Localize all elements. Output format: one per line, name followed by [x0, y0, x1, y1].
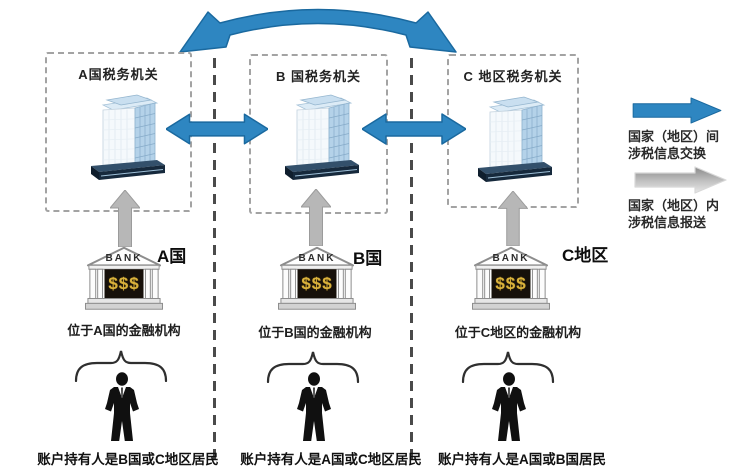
- legend-exchange-label-line2: 涉税信息交换: [628, 146, 707, 161]
- authority-title-a: A国税务机关: [78, 67, 159, 82]
- account-holder-caption-a: 账户持有人是B国或C地区居民: [37, 452, 219, 467]
- legend-report-label-line1: 国家（地区）内: [628, 198, 720, 213]
- bank-money-b: $$$: [301, 274, 333, 293]
- bank-money-a: $$$: [108, 274, 140, 293]
- legend: 国家（地区）间 涉税信息交换 国家（地区）内 涉税信息报送: [626, 95, 753, 240]
- building-icon-c: [464, 94, 558, 188]
- legend-exchange-label-line1: 国家（地区）间: [628, 129, 720, 144]
- exchange-arrow-bc-icon: [362, 113, 466, 145]
- bank-caption-a: 位于A国的金融机构: [67, 323, 181, 338]
- report-arrow-icon-b: [301, 189, 331, 246]
- report-arrow-icon-c: [498, 191, 528, 246]
- bank-caption-b: 位于B国的金融机构: [258, 325, 372, 340]
- bank-sign-c: BANK: [492, 253, 530, 264]
- account-holder-caption-c: 账户持有人是A国或B国居民: [438, 452, 606, 467]
- person-icon-b: [294, 372, 334, 442]
- account-holder-caption-b: 账户持有人是A国或C地区居民: [240, 452, 422, 467]
- bank-sign-a: BANK: [105, 253, 143, 264]
- bank-caption-c: 位于C地区的金融机构: [454, 325, 582, 340]
- person-icon-a: [102, 372, 142, 442]
- legend-exchange-label: 国家（地区）间 涉税信息交换: [628, 128, 719, 162]
- report-arrow-icon-a: [110, 190, 140, 247]
- legend-report-label-line2: 涉税信息报送: [628, 215, 707, 230]
- legend-report-arrow-icon: [634, 166, 727, 194]
- authority-title-b: B 国税务机关: [275, 69, 361, 84]
- building-icon-a: [77, 92, 171, 186]
- jurisdiction-label-a: A国: [157, 247, 187, 266]
- person-icon-c: [489, 372, 529, 442]
- authority-title-c: C 地区税务机关: [463, 69, 563, 84]
- separator-line-bc: [410, 58, 413, 462]
- separator-line-ab: [213, 58, 216, 462]
- jurisdiction-label-b: B国: [353, 249, 383, 268]
- building-icon-b: [271, 92, 365, 186]
- exchange-arrow-ab-icon: [166, 113, 268, 145]
- legend-exchange-arrow-icon: [632, 97, 722, 124]
- bank-sign-b: BANK: [298, 253, 336, 264]
- exchange-arrow-ac-icon: [179, 8, 457, 53]
- jurisdiction-label-c: C地区: [562, 246, 609, 265]
- legend-report-label: 国家（地区）内 涉税信息报送: [628, 197, 719, 231]
- bank-money-c: $$$: [495, 274, 527, 293]
